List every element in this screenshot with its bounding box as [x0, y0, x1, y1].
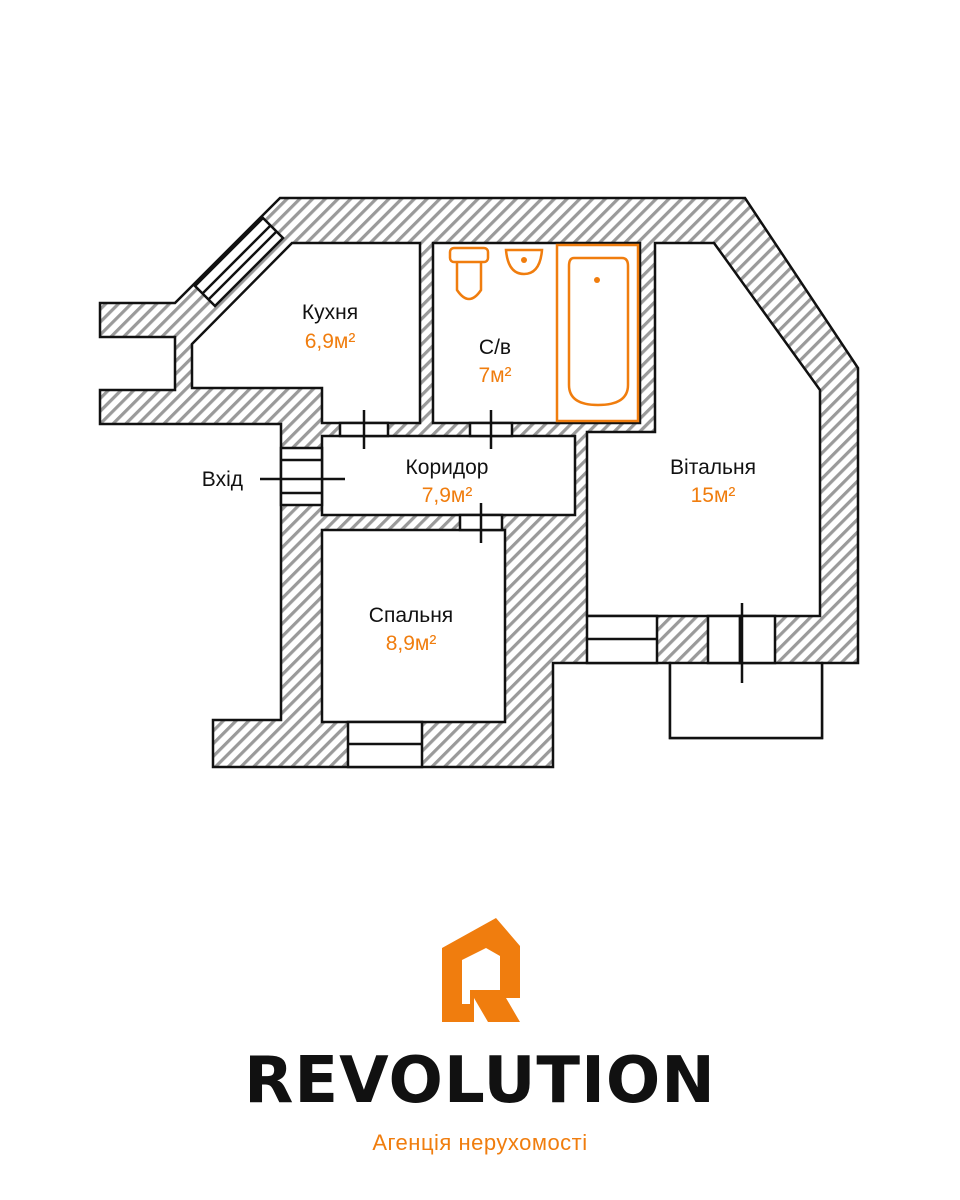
- entry-opening: [279, 446, 324, 507]
- brand-tagline: Агенція нерухомості: [372, 1130, 587, 1155]
- room-area-living: 15м²: [691, 484, 736, 507]
- room-area-bathroom: 7м²: [478, 364, 511, 387]
- room-area-bedroom: 8,9м²: [386, 632, 437, 655]
- bathtub-icon: [555, 243, 640, 423]
- room-name-bedroom: Спальня: [369, 604, 453, 627]
- room-name-kitchen: Кухня: [302, 301, 358, 324]
- brand-name: REVOLUTION: [244, 1044, 716, 1118]
- balcony-door-right: [738, 614, 777, 665]
- room-area-corridor: 7,9м²: [422, 484, 473, 507]
- kitchen-window: [193, 216, 285, 308]
- entry-label: Вхід: [202, 468, 243, 491]
- room-name-bathroom: С/в: [479, 336, 511, 359]
- balcony-door-left: [706, 614, 742, 665]
- house-r-logo-icon: [442, 918, 520, 1022]
- exterior-walls: [98, 196, 860, 769]
- sink-icon: [504, 248, 544, 276]
- balcony: [668, 661, 824, 740]
- toilet-icon: [448, 246, 490, 301]
- room-name-corridor: Коридор: [406, 456, 489, 479]
- room-name-living: Вітальня: [670, 456, 756, 479]
- room-area-kitchen: 6,9м²: [305, 330, 356, 353]
